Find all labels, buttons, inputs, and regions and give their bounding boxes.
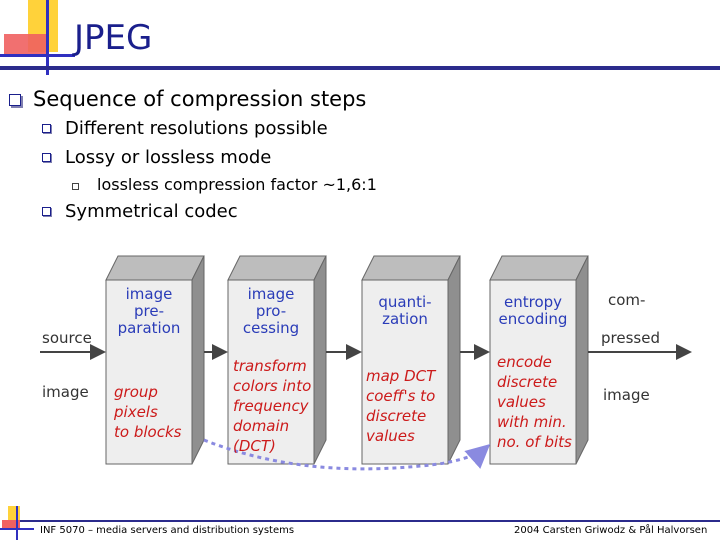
footer-course: INF 5070 – media servers and distributio…	[40, 525, 295, 536]
bullet-marker	[42, 207, 51, 216]
stage-2-desc: transform colors into frequency domain (…	[233, 357, 312, 455]
output-label-com: com-	[608, 291, 646, 309]
slide-title: JPEG	[74, 18, 153, 58]
stage-4-title: entropy encoding	[498, 293, 568, 328]
output-label-pressed: pressed	[601, 329, 660, 347]
bullet-symmetrical: Symmetrical codec	[65, 201, 238, 222]
title-rule	[0, 66, 720, 70]
stage-1-title: image pre- paration	[117, 285, 181, 337]
bullet-resolutions: Different resolutions possible	[65, 118, 328, 139]
stage-2-title: image pro- cessing	[242, 285, 300, 337]
footer-authors: 2004 Carsten Griwodz & Pål Halvorsen	[514, 525, 708, 536]
input-label-source: source	[42, 329, 92, 347]
diagram-graphics	[40, 255, 692, 471]
output-label-image: image	[603, 386, 650, 404]
stage-box-3	[361, 255, 461, 465]
bullet-sequence: Sequence of compression steps	[33, 87, 367, 111]
bullet-marker	[42, 153, 51, 162]
bullet-marker	[42, 124, 51, 133]
stage-1-desc: group pixels to blocks	[114, 383, 182, 441]
input-label-image: image	[42, 383, 89, 401]
bullet-marker	[72, 183, 79, 190]
bullet-lossy-lossless: Lossy or lossless mode	[65, 147, 272, 168]
stage-box-4	[489, 255, 589, 465]
codec-diagram: source image com- pressed image image pr…	[0, 240, 720, 480]
corner-decoration-bottom	[0, 506, 34, 540]
stage-box-1	[105, 255, 205, 465]
stage-box-2	[227, 255, 327, 465]
bullet-lossless-factor: lossless compression factor ~1,6:1	[97, 175, 377, 194]
footer-rule	[20, 520, 720, 522]
bullet-marker	[9, 94, 21, 106]
stage-3-title: quanti- zation	[378, 293, 432, 328]
stage-4-desc: encode discrete values with min. no. of …	[497, 353, 572, 451]
loop-arrow	[203, 438, 491, 471]
stage-3-desc: map DCT coeff's to discrete values	[366, 367, 436, 445]
corner-decoration-top	[0, 0, 75, 75]
